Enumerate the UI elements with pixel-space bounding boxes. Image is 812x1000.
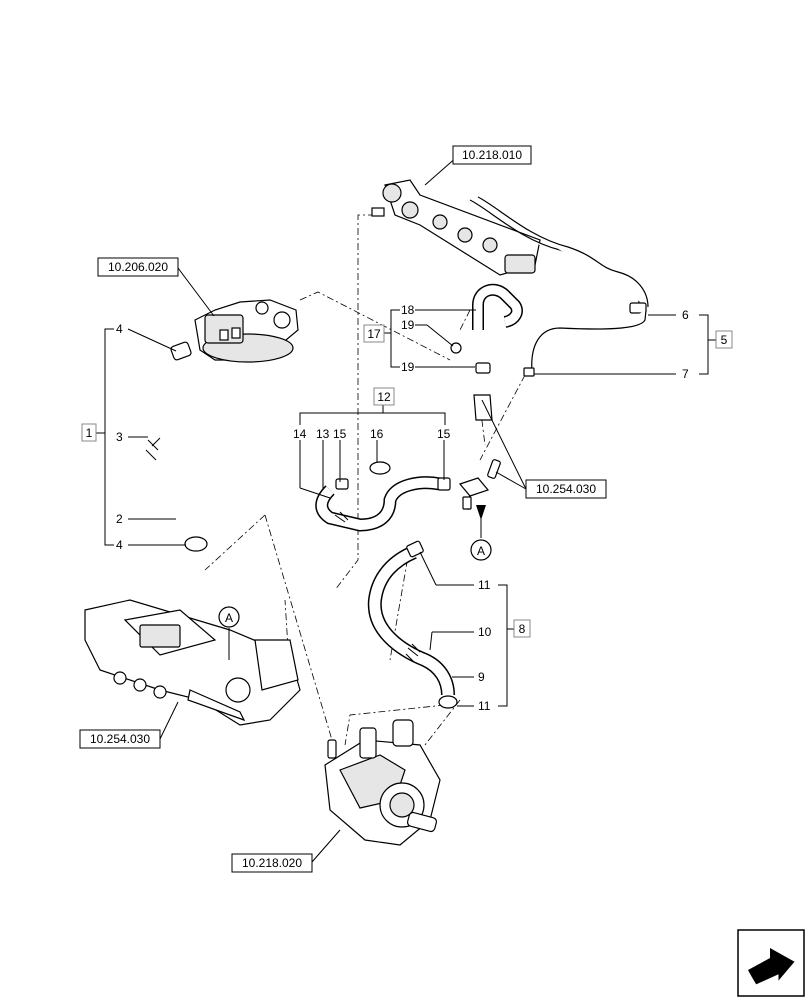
filter-head[interactable]	[194, 299, 299, 363]
callout-13: 13	[316, 427, 330, 441]
marker-a-left: A	[225, 611, 233, 625]
assembly-lines	[204, 214, 526, 751]
group-5: 5	[721, 333, 728, 347]
callout-14: 14	[293, 427, 307, 441]
intake-manifold[interactable]	[84, 599, 301, 726]
group-labels: 1 5 8 12 17 A A	[81, 324, 733, 638]
ref-connector[interactable]: 10.254.030	[536, 482, 596, 496]
callout-6: 6	[682, 308, 689, 322]
marker-a-right: A	[477, 544, 485, 558]
ref-pump[interactable]: 10.218.020	[242, 856, 302, 870]
callout-4-top: 4	[116, 322, 123, 336]
callout-11-top: 11	[478, 578, 491, 592]
callout-11-bottom: 11	[478, 699, 491, 713]
left-hose[interactable]	[138, 341, 208, 552]
group-17: 17	[367, 327, 381, 341]
callout-19-top: 19	[401, 318, 415, 332]
callout-7: 7	[682, 367, 689, 381]
callout-10: 10	[478, 625, 492, 639]
center-hose[interactable]	[367, 540, 458, 709]
ref-fuel-rail[interactable]: 10.218.010	[462, 148, 522, 162]
ref-manifold[interactable]: 10.254.030	[90, 732, 150, 746]
ref-filter-head[interactable]: 10.206.020	[108, 260, 168, 274]
reference-labels: 10.218.010 10.206.020 10.254.030 10.254.…	[79, 145, 607, 873]
next-page-icon[interactable]	[737, 929, 805, 997]
callout-2: 2	[116, 512, 123, 526]
callout-3: 3	[116, 430, 123, 444]
callout-15-right: 15	[437, 427, 451, 441]
callout-4-bottom: 4	[116, 538, 123, 552]
leader-lines	[96, 155, 716, 863]
callout-16: 16	[370, 427, 384, 441]
callout-numbers: 4 3 2 4 18 19 19 14 13 15 16 15 6 7 11 1…	[116, 303, 689, 713]
return-pipe[interactable]	[450, 283, 523, 421]
group-8: 8	[519, 622, 526, 636]
callout-19-bottom: 19	[401, 360, 415, 374]
fuel-rail[interactable]	[371, 179, 649, 377]
callout-18: 18	[401, 303, 415, 317]
callout-15-left: 15	[333, 427, 347, 441]
high-pressure-pump[interactable]	[324, 719, 441, 846]
group-12: 12	[377, 390, 391, 404]
group-1: 1	[86, 426, 93, 440]
callout-9: 9	[478, 670, 485, 684]
overflow-line[interactable]	[315, 459, 501, 532]
